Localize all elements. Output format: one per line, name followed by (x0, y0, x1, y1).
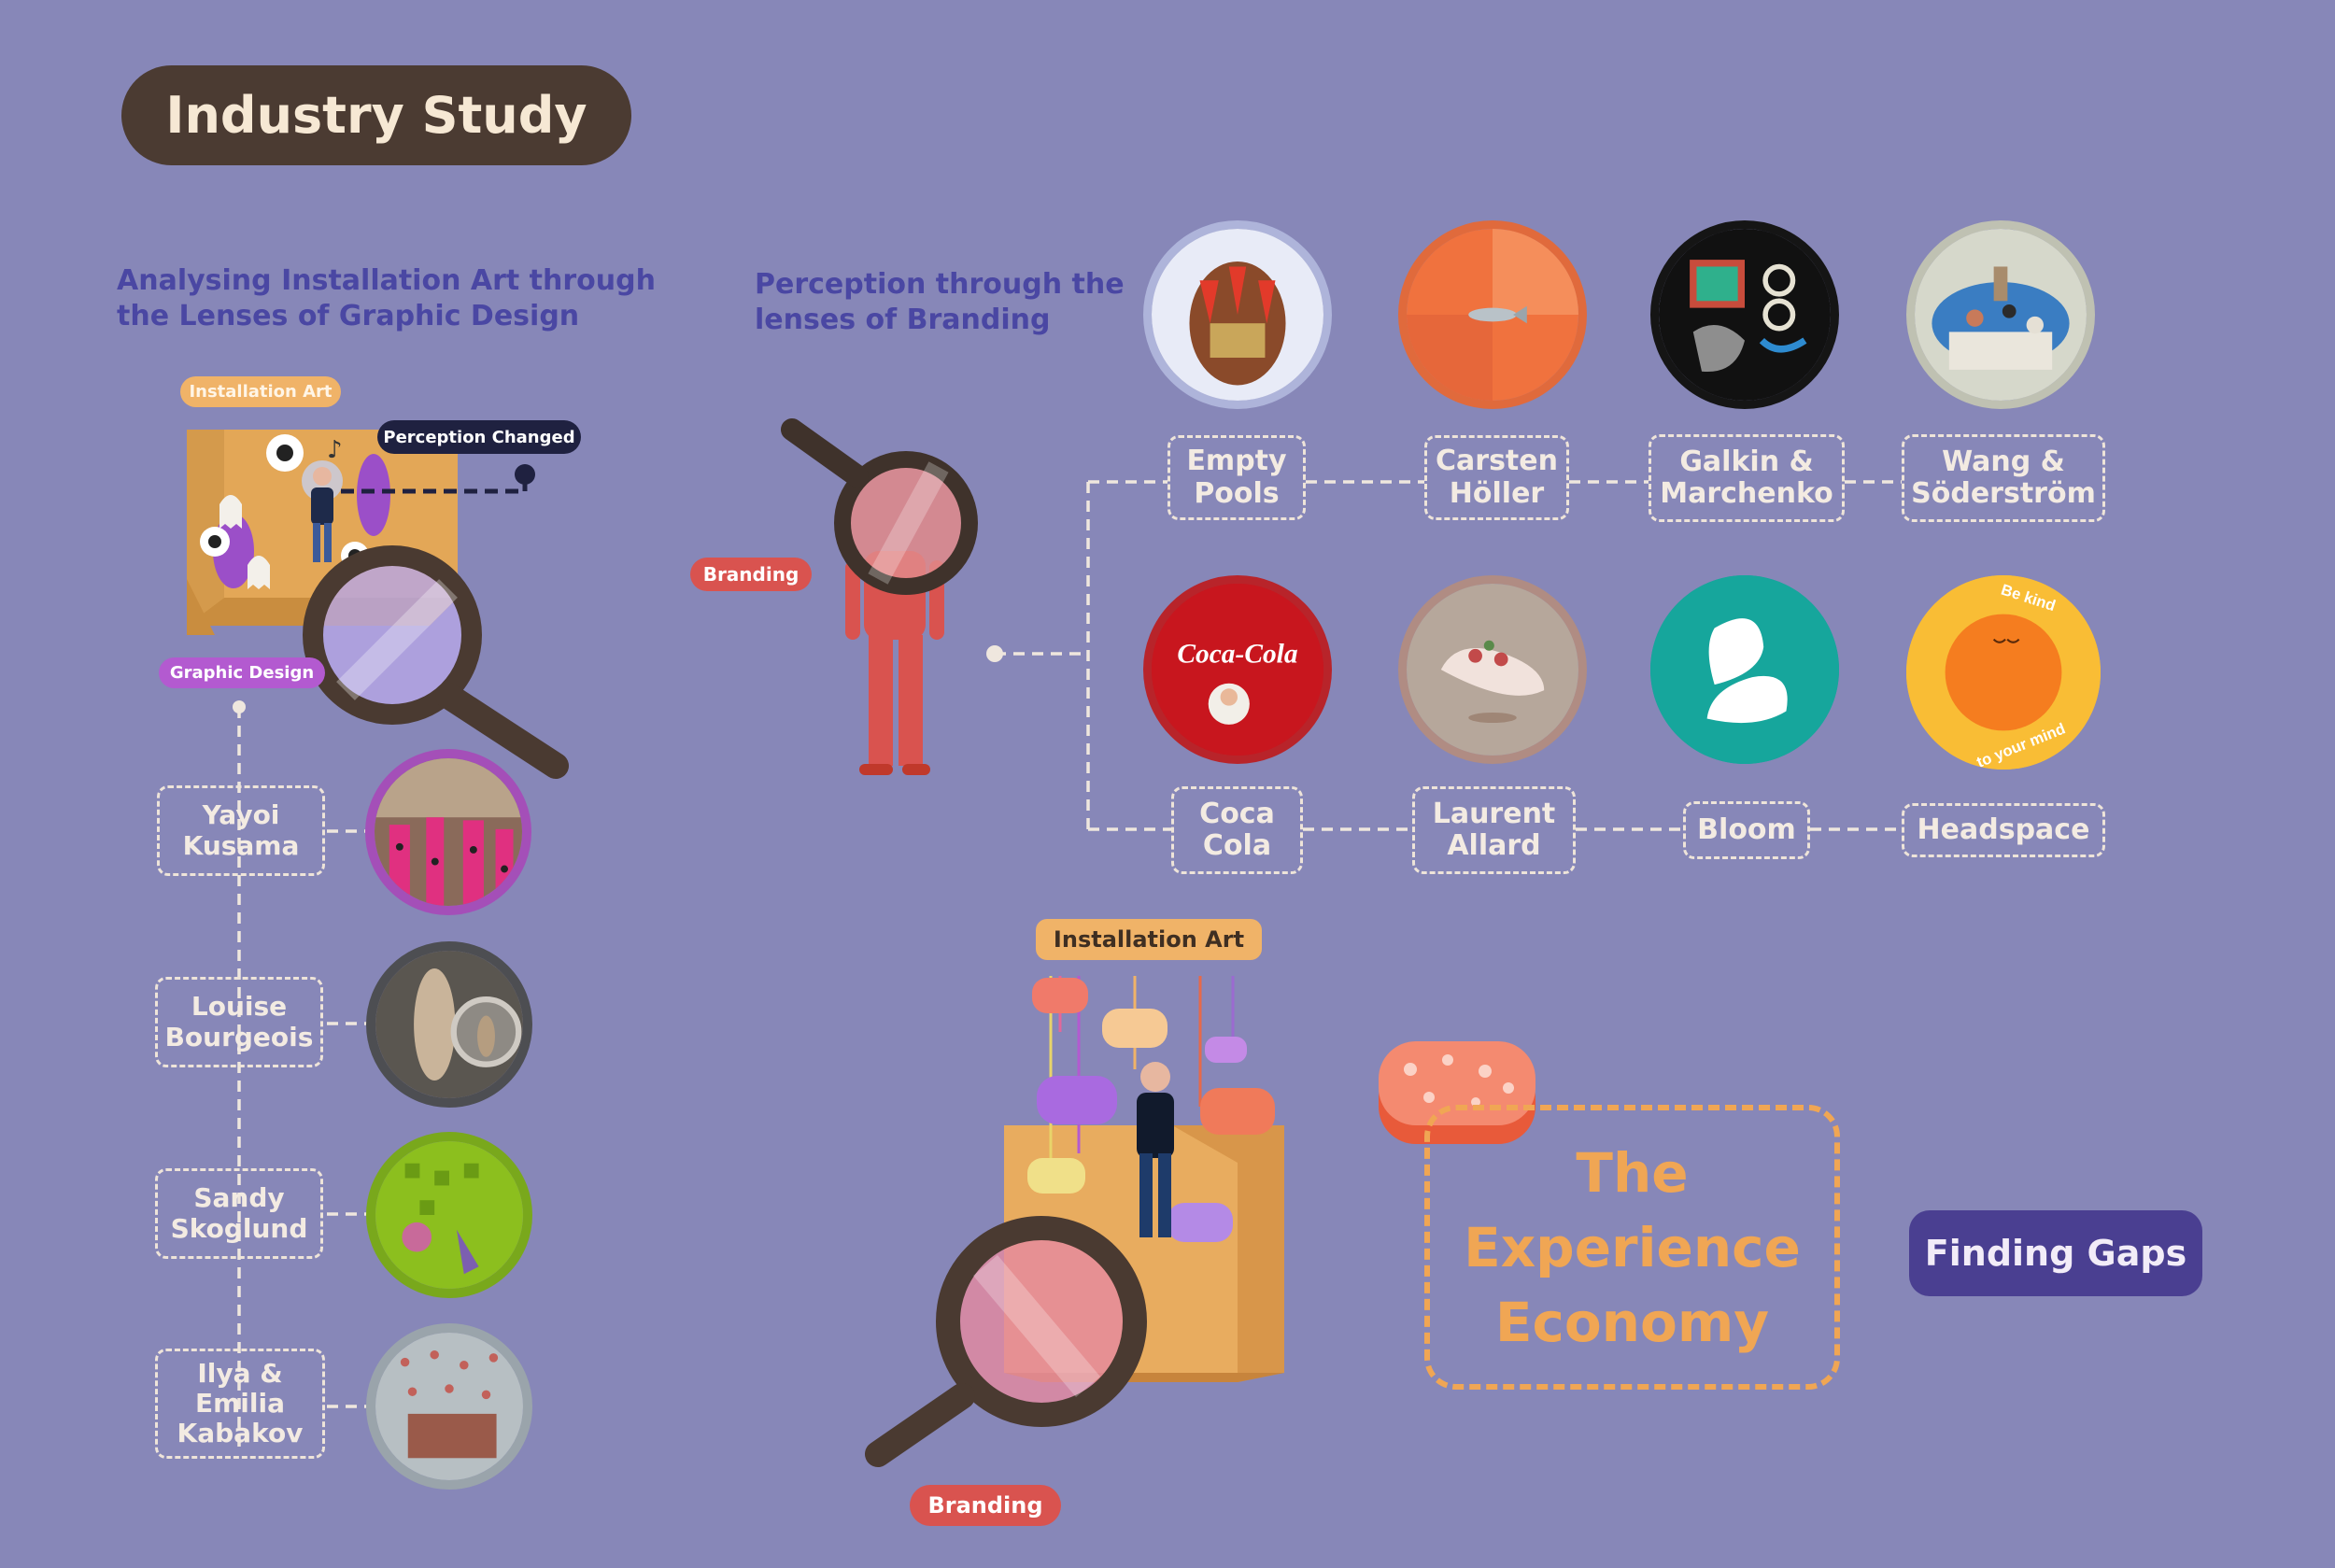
section-heading-installation: Analysing Installation Art through the L… (117, 263, 656, 334)
artist-name-line: Kusama (182, 829, 300, 861)
heading-line: Analysing Installation Art through (117, 264, 656, 297)
brand-name-line: Wang & (1942, 445, 2065, 478)
brand-name-line: Headspace (1917, 812, 2090, 846)
installation-room-illustration: ♪ (187, 430, 569, 779)
brand-name-line: Cola (1202, 829, 1272, 862)
experience-economy-box: The Experience Economy (1424, 1105, 1840, 1390)
brand-name-line: Empty (1186, 445, 1287, 477)
experience-line: Experience (1464, 1215, 1801, 1279)
photo-wang-soderstrom[interactable] (1906, 220, 2095, 409)
artist-name-line: Ilya & (197, 1357, 283, 1389)
photo-carsten-holler[interactable] (1398, 220, 1587, 409)
brand-name-line: Galkin & (1679, 445, 1814, 478)
brand-box-bloom[interactable]: Bloom (1683, 801, 1810, 859)
artist-name-line: Kabakov (177, 1418, 304, 1449)
photo-yayoi-kusama[interactable] (365, 749, 531, 915)
branding-figure-illustration (781, 418, 978, 775)
brand-name-line: Marchenko (1660, 477, 1833, 510)
photo-galkin-marchenko[interactable] (1650, 220, 1839, 409)
tag-branding-bottom: Branding (910, 1485, 1061, 1526)
tag-perception-changed: Perception Changed (377, 420, 581, 454)
brand-name-line: Bloom (1697, 812, 1796, 846)
tag-installation-art: Installation Art (180, 376, 341, 407)
experience-line: The (1576, 1140, 1689, 1205)
artist-name-line: Emilia (194, 1387, 285, 1419)
brand-box-wang-soderstrom[interactable]: Wang &Söderström (1902, 434, 2105, 522)
brand-name-line: Allard (1447, 829, 1541, 862)
artist-name-line: Sandy (193, 1182, 285, 1214)
brand-box-galkin-marchenko[interactable]: Galkin &Marchenko (1649, 434, 1845, 522)
heading-line: Perception through the (755, 268, 1125, 301)
photo-laurent-allard[interactable] (1398, 575, 1587, 764)
brand-name-line: Laurent (1432, 797, 1556, 830)
section-heading-branding: Perception through the lenses of Brandin… (755, 267, 1125, 338)
photo-sandy-skoglund[interactable] (366, 1132, 532, 1298)
brand-name-line: Höller (1449, 476, 1545, 510)
coca-cola-logo-text: Coca-Cola (1177, 640, 1297, 670)
artist-name-line: Bourgeois (164, 1021, 314, 1052)
photo-empty-pools[interactable] (1143, 220, 1332, 409)
brand-name-line: Coca (1199, 797, 1275, 830)
experience-line: Economy (1494, 1290, 1770, 1354)
installation-sponges-illustration (865, 976, 1284, 1467)
tag-installation-art-bottom: Installation Art (1036, 919, 1262, 960)
artist-name-line: Yayoi (202, 799, 280, 831)
brand-name-line: Carsten (1436, 445, 1558, 477)
tag-branding: Branding (690, 558, 812, 591)
tag-graphic-design: Graphic Design (159, 657, 325, 688)
photo-coca-cola[interactable]: Coca-Cola (1143, 575, 1332, 764)
photo-louise-bourgeois[interactable] (366, 941, 532, 1108)
brand-box-headspace[interactable]: Headspace (1902, 803, 2105, 857)
sponge-icon (1379, 1041, 1535, 1144)
finding-gaps-button[interactable]: Finding Gaps (1909, 1210, 2202, 1296)
page-title: Industry Study (121, 65, 631, 165)
artist-name-line: Louise (191, 991, 288, 1023)
brand-name-line: Söderström (1911, 477, 2096, 510)
photo-bloom[interactable] (1650, 575, 1839, 764)
photo-kabakov[interactable] (366, 1323, 532, 1490)
heading-line: the Lenses of Graphic Design (117, 300, 580, 332)
artist-name-line: Skoglund (170, 1212, 308, 1244)
heading-line: lenses of Branding (755, 304, 1051, 336)
svg-text:♪: ♪ (327, 436, 343, 464)
brand-name-line: Pools (1194, 476, 1280, 510)
